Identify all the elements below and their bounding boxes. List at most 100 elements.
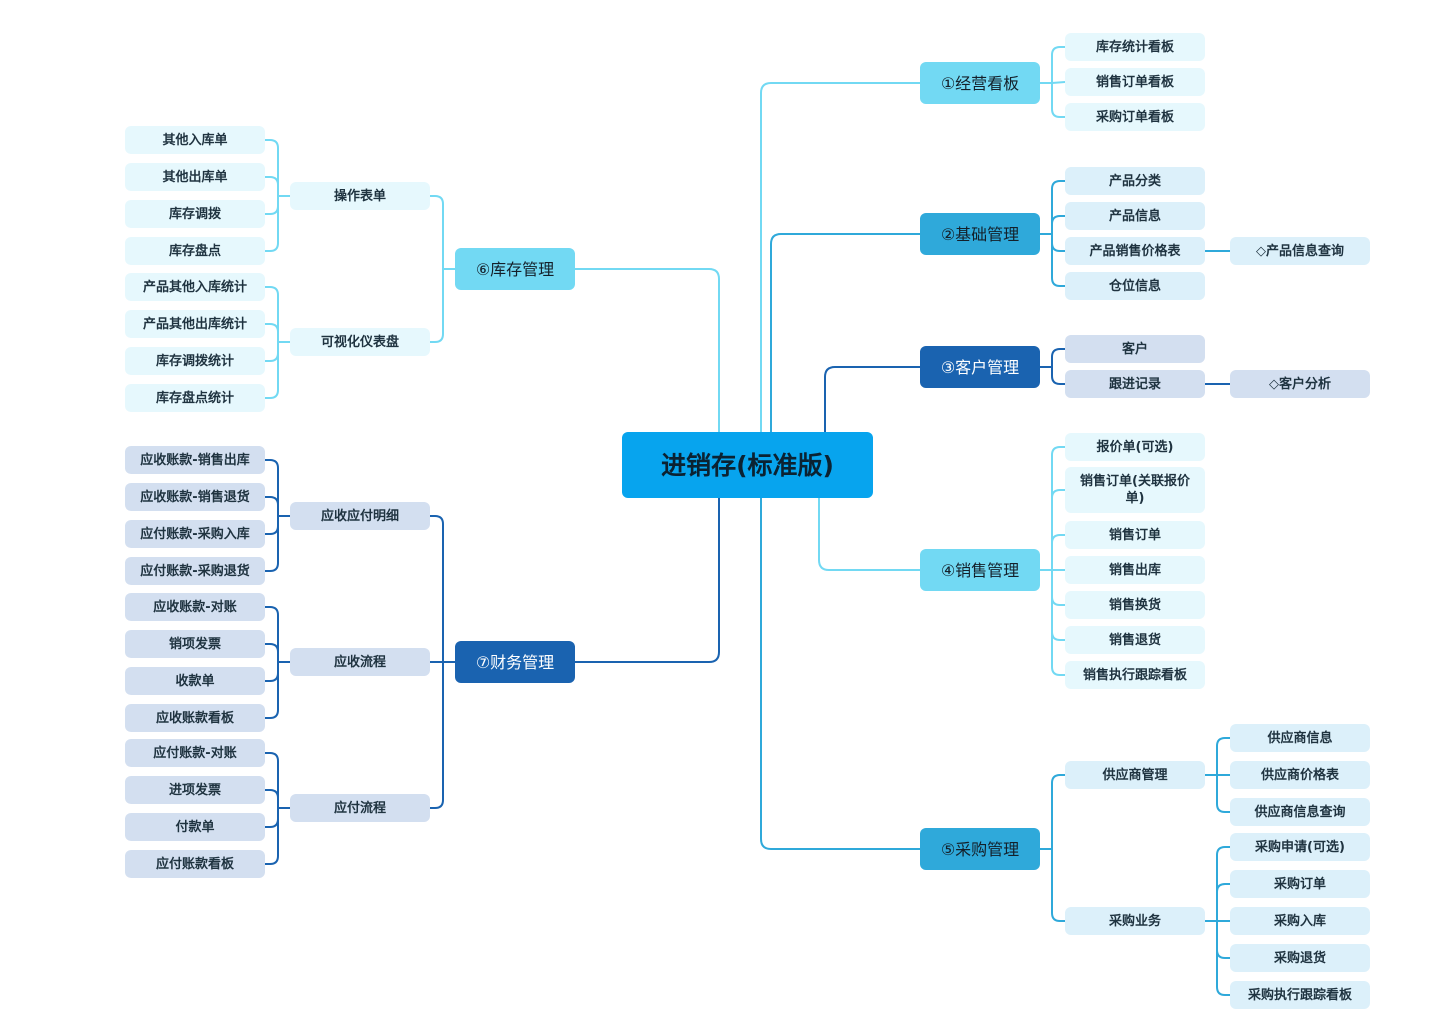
grand-7-3-link-1 bbox=[265, 789, 279, 808]
branch-topic-5[interactable]: ⑤采购管理 bbox=[920, 828, 1040, 870]
branch-1-link-0 bbox=[1051, 46, 1065, 83]
detail-5-2-3[interactable]: 采购入库 bbox=[1230, 907, 1370, 935]
subtopic-1-3[interactable]: 采购订单看板 bbox=[1065, 103, 1205, 131]
detail-3-2-1[interactable]: ◇客户分析 bbox=[1230, 370, 1370, 398]
detail-7-2-2[interactable]: 销项发票 bbox=[125, 630, 265, 658]
subtopic-3-2[interactable]: 跟进记录 bbox=[1065, 370, 1205, 398]
grand-6-1-link-2 bbox=[265, 196, 279, 215]
branch-4-link-2 bbox=[1051, 534, 1065, 570]
root-topic[interactable]: 进销存(标准版) bbox=[622, 432, 873, 498]
subtopic-5-2[interactable]: 采购业务 bbox=[1065, 907, 1205, 935]
detail-6-2-3[interactable]: 库存调拨统计 bbox=[125, 347, 265, 375]
subtopic-2-2[interactable]: 产品信息 bbox=[1065, 202, 1205, 230]
detail-6-1-2[interactable]: 其他出库单 bbox=[125, 163, 265, 191]
detail-7-1-2[interactable]: 应收账款-销售退货 bbox=[125, 483, 265, 511]
detail-7-1-3[interactable]: 应付账款-采购入库 bbox=[125, 520, 265, 548]
subtopic-7-2[interactable]: 应收流程 bbox=[290, 648, 430, 676]
grand-7-3-link-2 bbox=[265, 808, 279, 828]
detail-7-3-4[interactable]: 应付账款看板 bbox=[125, 850, 265, 878]
detail-7-3-3[interactable]: 付款单 bbox=[125, 813, 265, 841]
detail-7-2-4[interactable]: 应收账款看板 bbox=[125, 704, 265, 732]
branch-topic-3[interactable]: ③客户管理 bbox=[920, 346, 1040, 388]
subtopic-4-3[interactable]: 销售订单 bbox=[1065, 521, 1205, 549]
branch-2-link-0 bbox=[1051, 180, 1065, 234]
branch-2-link-2 bbox=[1051, 234, 1065, 252]
branch-6-link-0 bbox=[430, 195, 444, 269]
root-link-4 bbox=[818, 498, 920, 571]
branch-topic-6[interactable]: ⑥库存管理 bbox=[455, 248, 575, 290]
grand-5-1-link-2 bbox=[1216, 775, 1230, 813]
root-link-3 bbox=[824, 366, 920, 432]
subtopic-4-2[interactable]: 销售订单(关联报价单) bbox=[1065, 467, 1205, 513]
branch-3-link-0 bbox=[1051, 348, 1065, 367]
grand-5-2-link-0 bbox=[1216, 846, 1230, 921]
detail-6-1-1[interactable]: 其他入库单 bbox=[125, 126, 265, 154]
detail-7-3-1[interactable]: 应付账款-对账 bbox=[125, 739, 265, 767]
grand-7-1-link-0 bbox=[265, 459, 279, 516]
detail-5-2-2[interactable]: 采购订单 bbox=[1230, 870, 1370, 898]
detail-6-2-1[interactable]: 产品其他入库统计 bbox=[125, 273, 265, 301]
detail-6-1-4[interactable]: 库存盘点 bbox=[125, 237, 265, 265]
subtopic-5-1[interactable]: 供应商管理 bbox=[1065, 761, 1205, 789]
detail-6-1-3[interactable]: 库存调拨 bbox=[125, 200, 265, 228]
branch-5-link-0 bbox=[1051, 774, 1065, 849]
branch-topic-7[interactable]: ⑦财务管理 bbox=[455, 641, 575, 683]
branch-topic-4[interactable]: ④销售管理 bbox=[920, 549, 1040, 591]
subtopic-7-1[interactable]: 应收应付明细 bbox=[290, 502, 430, 530]
branch-3-link-1 bbox=[1051, 367, 1065, 385]
subtopic-1-1[interactable]: 库存统计看板 bbox=[1065, 33, 1205, 61]
subtopic-3-1[interactable]: 客户 bbox=[1065, 335, 1205, 363]
grand-7-2-link-0 bbox=[265, 606, 279, 662]
grand-5-2-link-1 bbox=[1216, 883, 1230, 921]
subtopic-4-4[interactable]: 销售出库 bbox=[1065, 556, 1205, 584]
branch-1-link-1 bbox=[1051, 81, 1066, 84]
detail-7-1-1[interactable]: 应收账款-销售出库 bbox=[125, 446, 265, 474]
grand-6-1-link-0 bbox=[265, 139, 279, 196]
grand-7-1-link-2 bbox=[265, 516, 279, 535]
detail-7-2-1[interactable]: 应收账款-对账 bbox=[125, 593, 265, 621]
grand-7-2-link-1 bbox=[265, 643, 279, 662]
subtopic-2-4[interactable]: 仓位信息 bbox=[1065, 272, 1205, 300]
detail-5-2-4[interactable]: 采购退货 bbox=[1230, 944, 1370, 972]
branch-2-link-3 bbox=[1051, 234, 1065, 287]
detail-5-1-3[interactable]: 供应商信息查询 bbox=[1230, 798, 1370, 826]
grand-7-3-link-0 bbox=[265, 752, 279, 808]
subtopic-1-2[interactable]: 销售订单看板 bbox=[1065, 68, 1205, 96]
branch-1-link-2 bbox=[1051, 83, 1065, 118]
grand-6-1-link-3 bbox=[265, 196, 279, 252]
branch-4-link-4 bbox=[1051, 570, 1065, 606]
subtopic-7-3[interactable]: 应付流程 bbox=[290, 794, 430, 822]
detail-7-1-4[interactable]: 应付账款-采购退货 bbox=[125, 557, 265, 585]
detail-7-2-3[interactable]: 收款单 bbox=[125, 667, 265, 695]
subtopic-4-7[interactable]: 销售执行跟踪看板 bbox=[1065, 661, 1205, 689]
branch-4-link-6 bbox=[1051, 570, 1065, 676]
branch-topic-2[interactable]: ②基础管理 bbox=[920, 213, 1040, 255]
detail-5-2-5[interactable]: 采购执行跟踪看板 bbox=[1230, 981, 1370, 1009]
branch-5-link-1 bbox=[1051, 849, 1065, 922]
grand-6-2-link-2 bbox=[265, 342, 279, 362]
subtopic-4-1[interactable]: 报价单(可选) bbox=[1065, 433, 1205, 461]
grand-6-2-link-1 bbox=[265, 323, 279, 342]
subtopic-4-5[interactable]: 销售换货 bbox=[1065, 591, 1205, 619]
subtopic-2-1[interactable]: 产品分类 bbox=[1065, 167, 1205, 195]
detail-2-3-1[interactable]: ◇产品信息查询 bbox=[1230, 237, 1370, 265]
root-link-6 bbox=[575, 268, 720, 432]
grand-7-2-link-3 bbox=[265, 662, 279, 719]
subtopic-6-2[interactable]: 可视化仪表盘 bbox=[290, 328, 430, 356]
detail-5-1-1[interactable]: 供应商信息 bbox=[1230, 724, 1370, 752]
subtopic-2-3[interactable]: 产品销售价格表 bbox=[1065, 237, 1205, 265]
detail-6-2-4[interactable]: 库存盘点统计 bbox=[125, 384, 265, 412]
grand-7-1-link-3 bbox=[265, 516, 279, 572]
root-link-2 bbox=[770, 233, 920, 432]
subtopic-4-6[interactable]: 销售退货 bbox=[1065, 626, 1205, 654]
branch-6-link-1 bbox=[430, 269, 444, 343]
subtopic-6-1[interactable]: 操作表单 bbox=[290, 182, 430, 210]
branch-topic-1[interactable]: ①经营看板 bbox=[920, 62, 1040, 104]
grand-6-1-link-1 bbox=[265, 176, 279, 196]
detail-6-2-2[interactable]: 产品其他出库统计 bbox=[125, 310, 265, 338]
detail-5-2-1[interactable]: 采购申请(可选) bbox=[1230, 833, 1370, 861]
detail-5-1-2[interactable]: 供应商价格表 bbox=[1230, 761, 1370, 789]
detail-7-3-2[interactable]: 进项发票 bbox=[125, 776, 265, 804]
